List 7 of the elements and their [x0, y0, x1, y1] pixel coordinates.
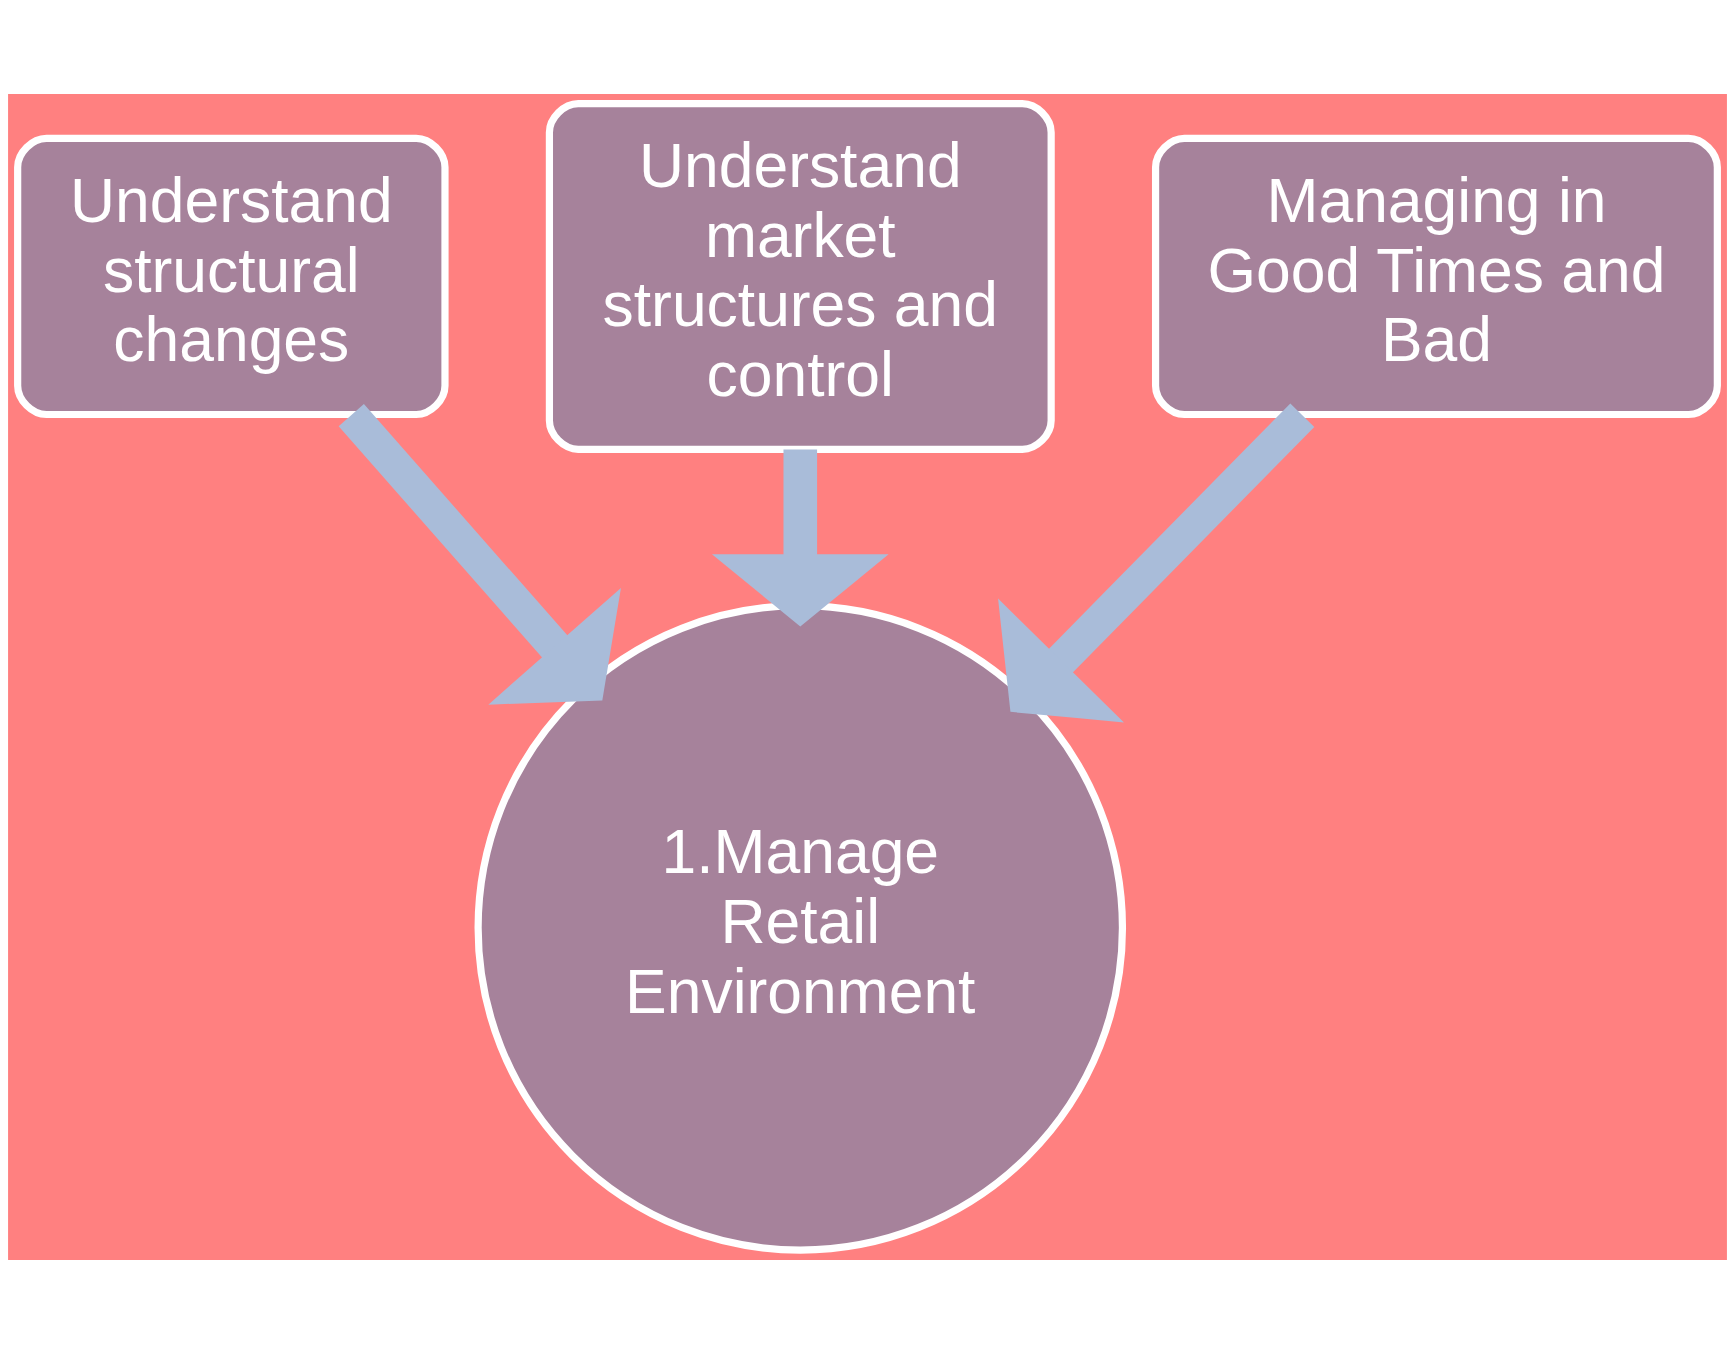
node-box: Understand market structures and control: [545, 99, 1055, 453]
node-circle: 1.Manage Retail Environment: [474, 601, 1127, 1254]
node-box: Understand structural changes: [14, 134, 449, 418]
node-box: Managing in Good Times and Bad: [1152, 134, 1721, 418]
arrow: [998, 402, 1315, 722]
arrow: [711, 449, 889, 626]
arrow: [338, 403, 621, 705]
